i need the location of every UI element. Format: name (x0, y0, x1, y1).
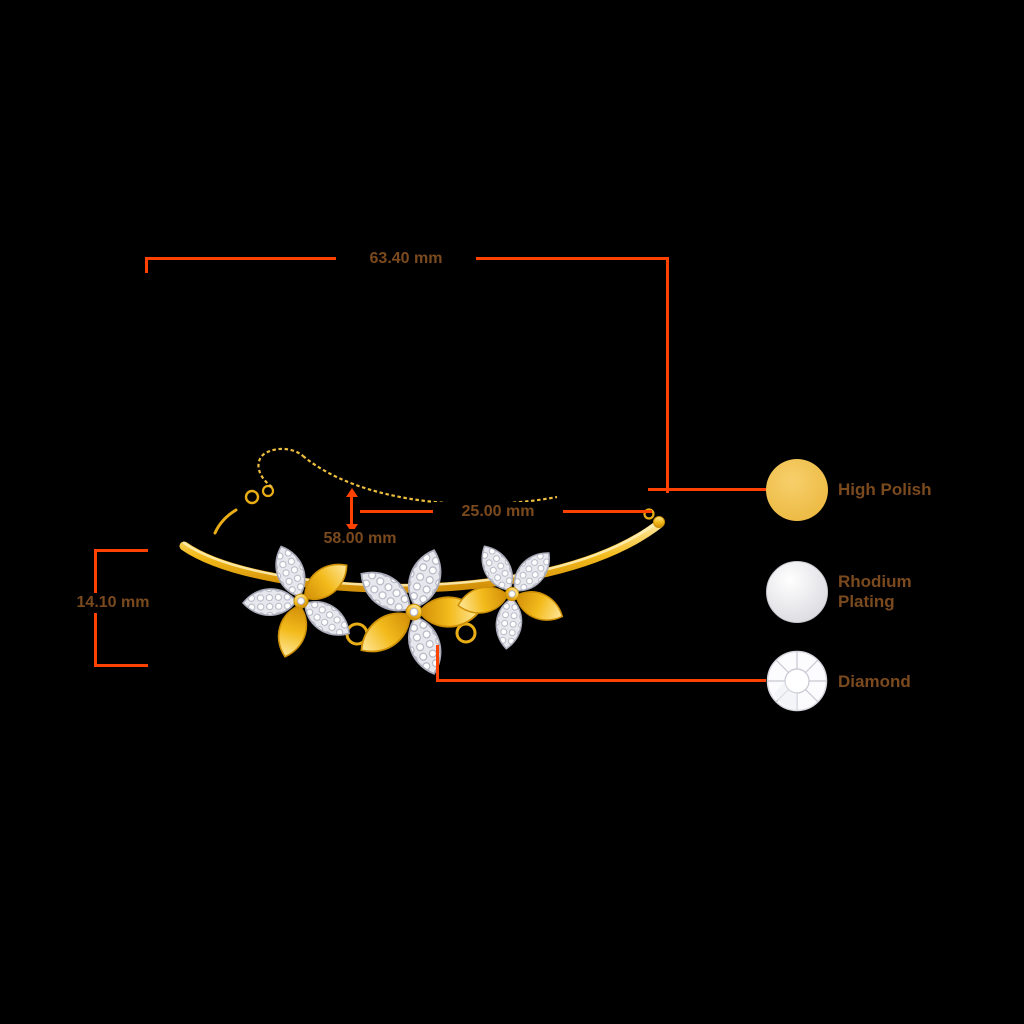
inner-dimension-label: 58.00 mm (295, 529, 425, 549)
diamond-label: Diamond (838, 672, 911, 691)
bangle-clasp (213, 484, 665, 535)
width-dimension-drop-right (666, 257, 669, 493)
high-polish-label: High Polish (838, 480, 932, 499)
safety-chain (257, 447, 558, 506)
rhodium-plating-label: Rhodium Plating (838, 572, 912, 611)
diamond-connector-line (436, 679, 766, 682)
height-dimension-cap-bottom (94, 664, 148, 667)
diamond-icon (766, 650, 828, 712)
flower-motif-right (434, 514, 592, 671)
width-dimension-tick-left (145, 257, 148, 273)
rhodium-plating-swatch (766, 561, 828, 623)
high-polish-connector-line (648, 488, 768, 491)
inner-dimension-arrow-line (350, 494, 353, 526)
height-dimension-label: 14.10 mm (48, 593, 178, 613)
width-dimension-label: 63.40 mm (336, 249, 476, 269)
height-dimension-cap-top (94, 549, 148, 552)
diamond-connector-riser (436, 645, 439, 682)
gold-curl-right (455, 622, 477, 644)
chain-dimension-label: 25.00 mm (433, 502, 563, 522)
arrowhead-up-icon (346, 488, 358, 497)
arrowhead-down-icon (346, 524, 358, 533)
high-polish-swatch (766, 459, 828, 521)
